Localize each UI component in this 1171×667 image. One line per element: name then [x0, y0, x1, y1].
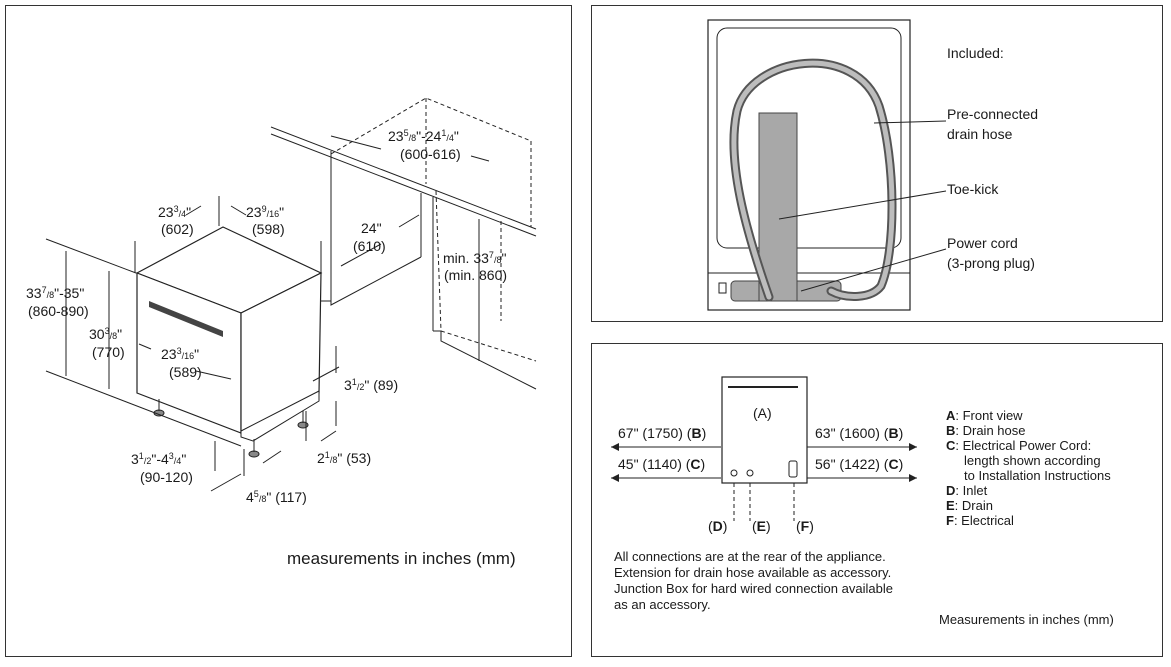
- note-line: Extension for drain hose available as ac…: [614, 565, 891, 580]
- total-height-mm: (860-890): [28, 303, 89, 319]
- measurements-footer-right: Measurements in inches (mm): [939, 612, 1114, 627]
- notes: All connections are at the rear of the a…: [614, 549, 893, 612]
- body-height-label: 303/8": [89, 326, 122, 342]
- top-width-2-mm: (598): [252, 221, 285, 237]
- connections-drawing: (A) 67" (1750) (B) 45" (1140) (C) 63" (1…: [611, 376, 1114, 627]
- note-line: as an accessory.: [614, 597, 711, 612]
- legend-item: B: Drain hose: [946, 423, 1025, 438]
- power-cord-label-2: (3-prong plug): [947, 255, 1035, 271]
- legend-item: F: Electrical: [946, 513, 1014, 528]
- door-width-mm: (589): [169, 364, 202, 380]
- connections-panel: (A) 67" (1750) (B) 45" (1140) (C) 63" (1…: [591, 343, 1163, 657]
- appliance-front-view: [721, 376, 808, 484]
- label-d: (D): [708, 518, 727, 534]
- dimension-lines: [45, 135, 490, 492]
- toe-height-label: 31/2" (89): [344, 377, 398, 393]
- legend-item: A: Front view: [946, 408, 1023, 423]
- left-c-label: 45" (1140) (C): [618, 456, 705, 472]
- drain-hose-label-2: drain hose: [947, 126, 1013, 142]
- right-c-label: 56" (1422) (C): [815, 456, 903, 472]
- toe-kick-panel: [758, 112, 798, 302]
- leg-range-mm: (90-120): [140, 469, 193, 485]
- label-e: (E): [752, 518, 771, 534]
- cabinet-width-label: 235/8"-241/4": [388, 128, 459, 144]
- foot-depth-label: 45/8" (117): [246, 489, 307, 505]
- included-label: Included:: [947, 45, 1004, 61]
- connection-lines: [611, 443, 917, 521]
- min-height-mm: (min. 860): [444, 267, 507, 283]
- legend-item: to Installation Instructions: [964, 468, 1111, 483]
- depth-24-label: 24": [361, 220, 382, 236]
- included-drawing: Included: Pre-connected drain hose Toe-k…: [707, 19, 1038, 311]
- dimension-texts: 235/8"-241/4" (600-616) 24" (610) min. 3…: [26, 128, 516, 568]
- depth-24-mm: (610): [353, 238, 386, 254]
- legend-item: C: Electrical Power Cord:: [946, 438, 1091, 453]
- included-panel: Included: Pre-connected drain hose Toe-k…: [591, 5, 1163, 322]
- door-width-label: 233/16": [161, 346, 199, 362]
- legend-item: length shown according: [964, 453, 1101, 468]
- legend-item: D: Inlet: [946, 483, 988, 498]
- cabinet-width-mm: (600-616): [400, 146, 461, 162]
- drain-hose-label-1: Pre-connected: [947, 106, 1038, 122]
- note-line: All connections are at the rear of the a…: [614, 549, 886, 564]
- top-width-1-mm: (602): [161, 221, 194, 237]
- toe-depth-label: 21/8" (53): [317, 450, 371, 466]
- front-view-label: (A): [753, 405, 772, 421]
- label-f: (F): [796, 518, 814, 534]
- power-cord-label-1: Power cord: [947, 235, 1018, 251]
- note-line: Junction Box for hard wired connection a…: [614, 581, 893, 596]
- right-b-label: 63" (1600) (B): [815, 425, 903, 441]
- included-labels: Included: Pre-connected drain hose Toe-k…: [947, 45, 1038, 271]
- connection-labels: (A) 67" (1750) (B) 45" (1140) (C) 63" (1…: [618, 405, 903, 534]
- top-width-2-label: 239/16": [246, 204, 284, 220]
- measurements-footer: measurements in inches (mm): [287, 549, 516, 568]
- dimension-drawing: 235/8"-241/4" (600-616) 24" (610) min. 3…: [26, 97, 537, 568]
- body-height-mm: (770): [92, 344, 125, 360]
- cabinet-outline: [270, 97, 537, 390]
- dishwasher-body: [135, 226, 323, 458]
- leg-range-label: 31/2"-43/4": [131, 451, 186, 467]
- total-height-label: 337/8"-35": [26, 285, 84, 301]
- left-b-label: 67" (1750) (B): [618, 425, 706, 441]
- dimension-panel: 235/8"-241/4" (600-616) 24" (610) min. 3…: [5, 5, 572, 657]
- min-height-label: min. 337/8": [443, 250, 506, 266]
- toe-kick-label: Toe-kick: [947, 181, 999, 197]
- drain-hose: [729, 58, 897, 302]
- legend-item: E: Drain: [946, 498, 993, 513]
- top-width-1-label: 233/4": [158, 204, 191, 220]
- leader-lines: [778, 120, 947, 292]
